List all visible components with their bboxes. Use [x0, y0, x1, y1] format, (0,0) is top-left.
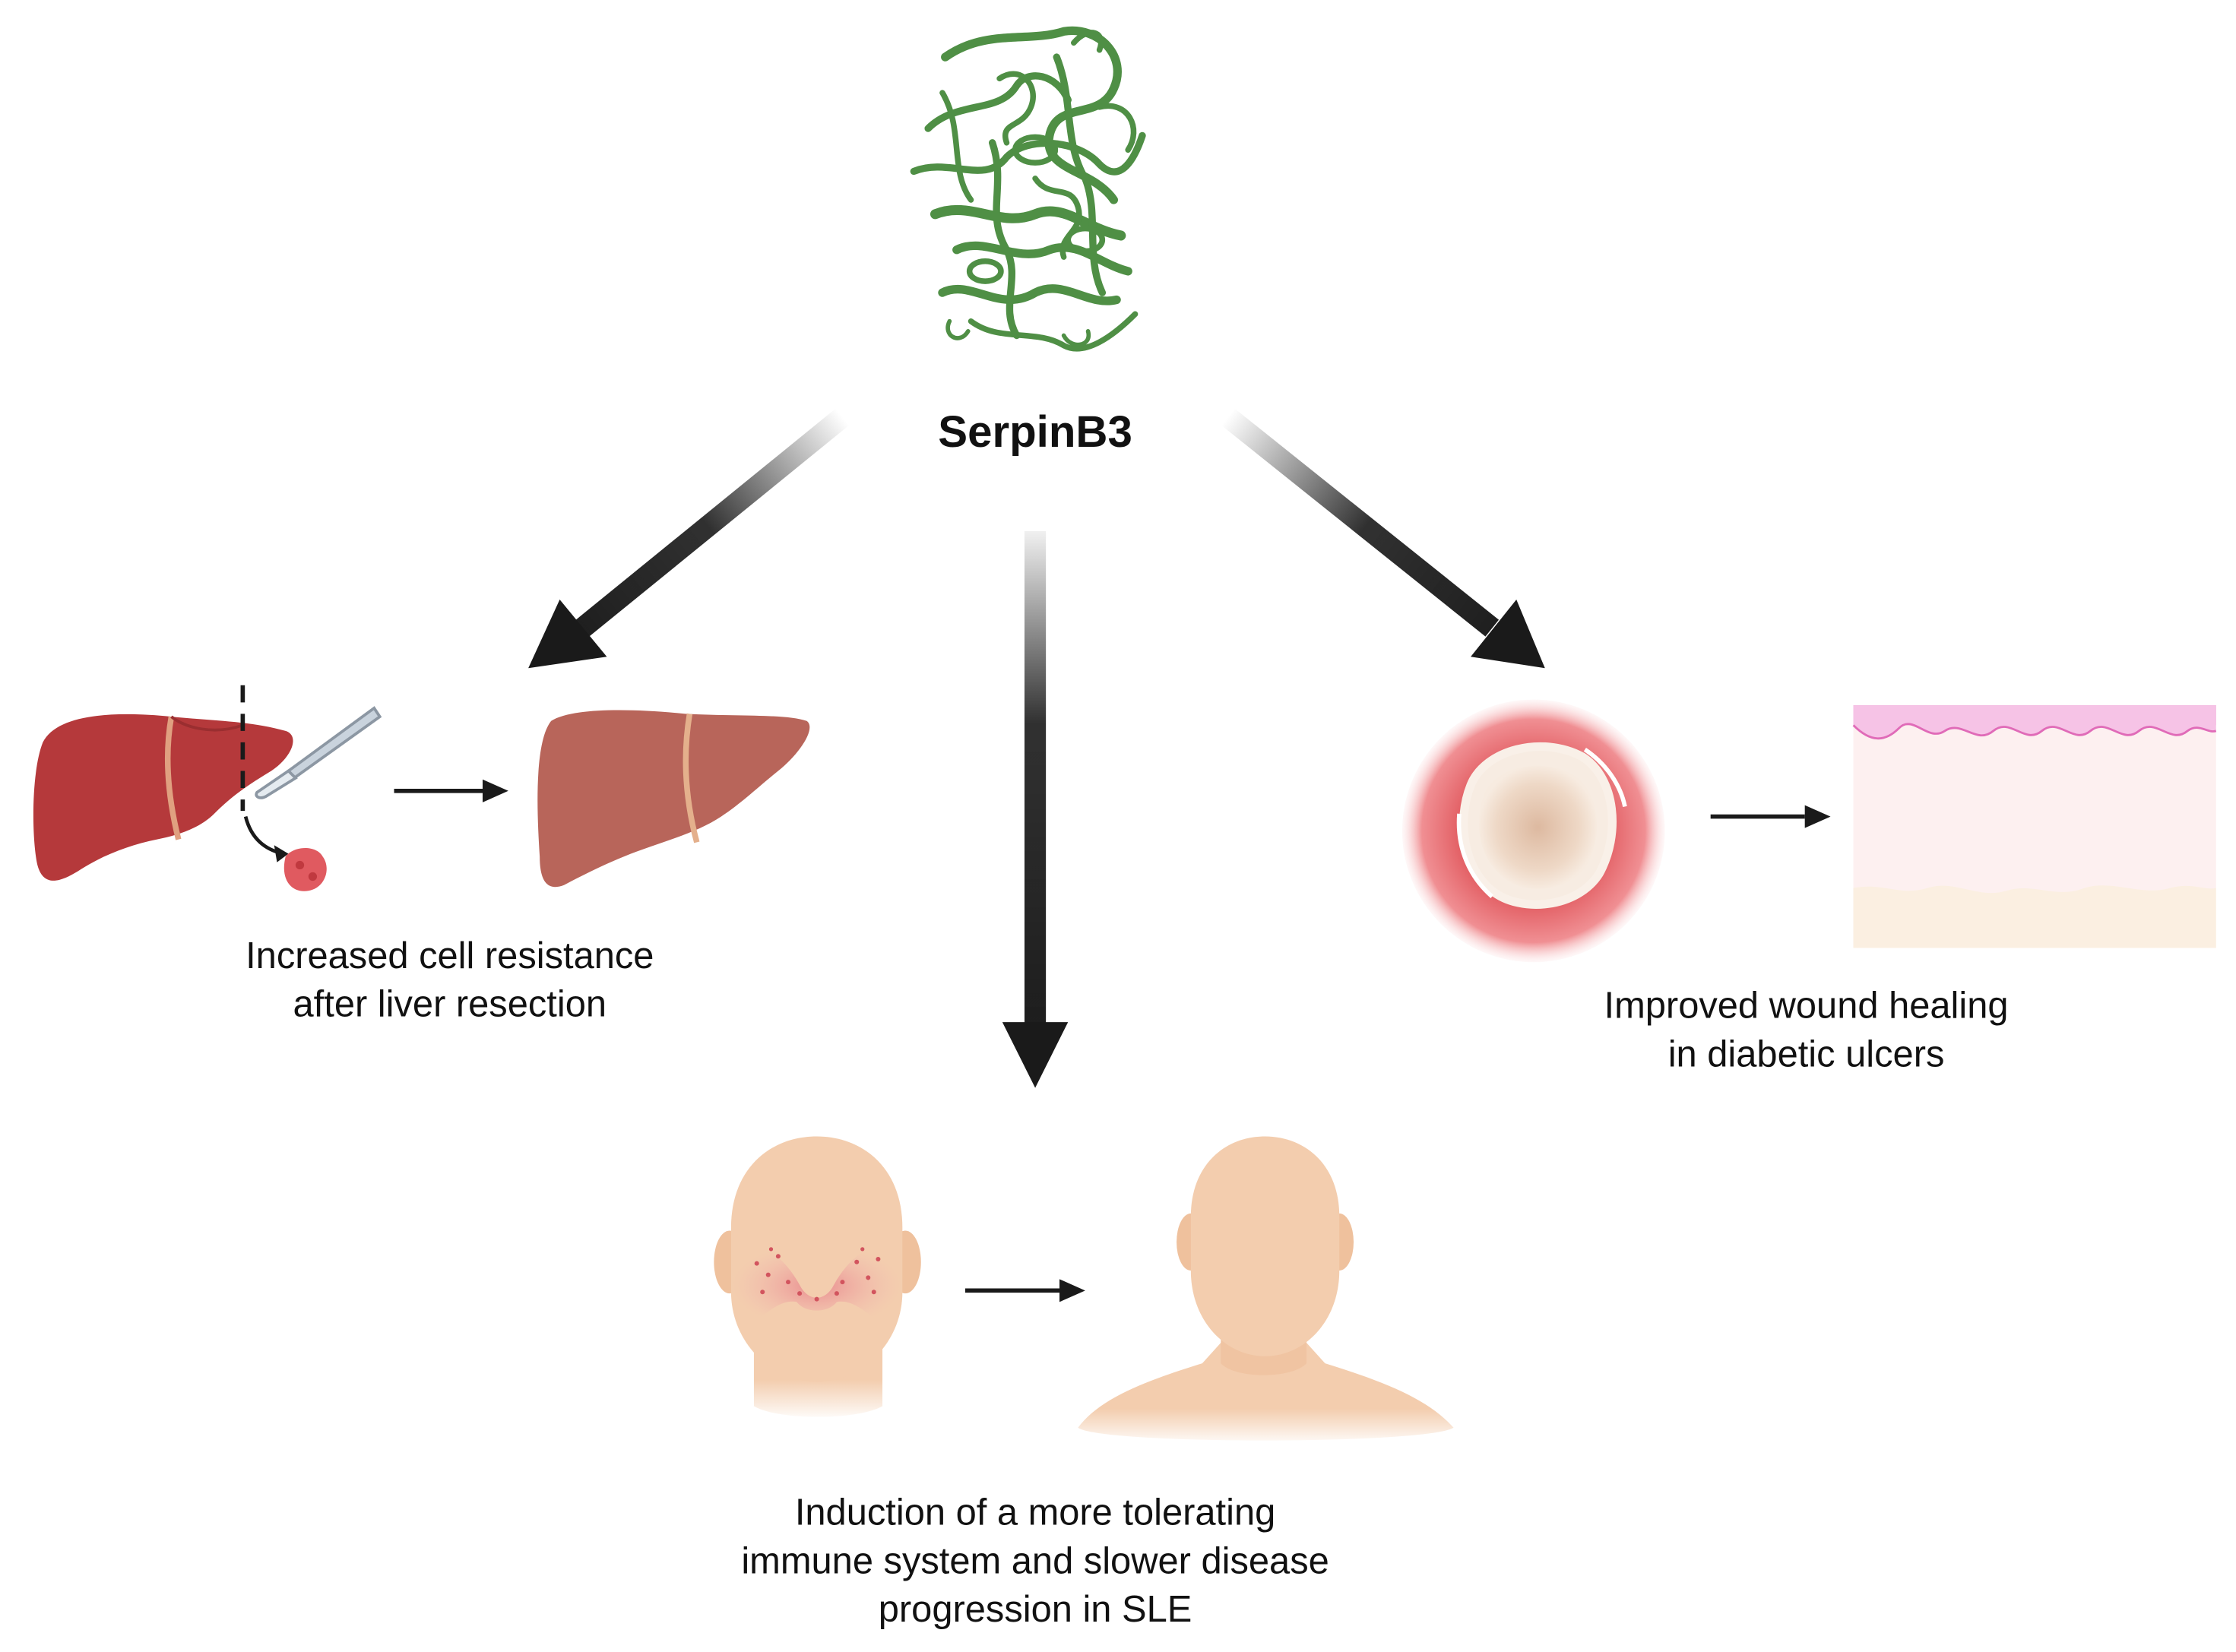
wound-arrow — [1710, 805, 1831, 828]
sle-caption-line1: Induction of a more tolerating — [795, 1492, 1275, 1533]
protein-structure-icon — [910, 26, 1146, 352]
liver-caption-line2: after liver resection — [293, 984, 607, 1025]
tumor-icon — [283, 847, 327, 891]
wound-caption-line2: in diabetic ulcers — [1668, 1033, 1945, 1074]
wound-icon — [1401, 699, 1665, 963]
sle-caption-line3: progression in SLE — [879, 1589, 1192, 1630]
liver-caption-line1: Increased cell resistance — [245, 935, 654, 976]
sle-arrow — [965, 1279, 1085, 1302]
arrow-to-sle — [1002, 530, 1069, 1088]
sle-caption-line2: immune system and slower disease — [741, 1540, 1329, 1581]
arrow-to-wound — [1221, 408, 1545, 669]
liver-arrow — [394, 779, 508, 802]
arrow-to-liver — [528, 408, 850, 669]
scalpel-icon — [255, 706, 382, 799]
liver-before-icon — [33, 714, 293, 881]
wound-caption-line1: Improved wound healing — [1604, 986, 2009, 1027]
head-shoulders-icon — [1078, 1136, 1454, 1441]
skin-layer-icon — [1852, 705, 2217, 948]
head-rash-icon — [714, 1136, 921, 1417]
liver-after-icon — [537, 710, 810, 888]
center-title: SerpinB3 — [938, 407, 1132, 457]
